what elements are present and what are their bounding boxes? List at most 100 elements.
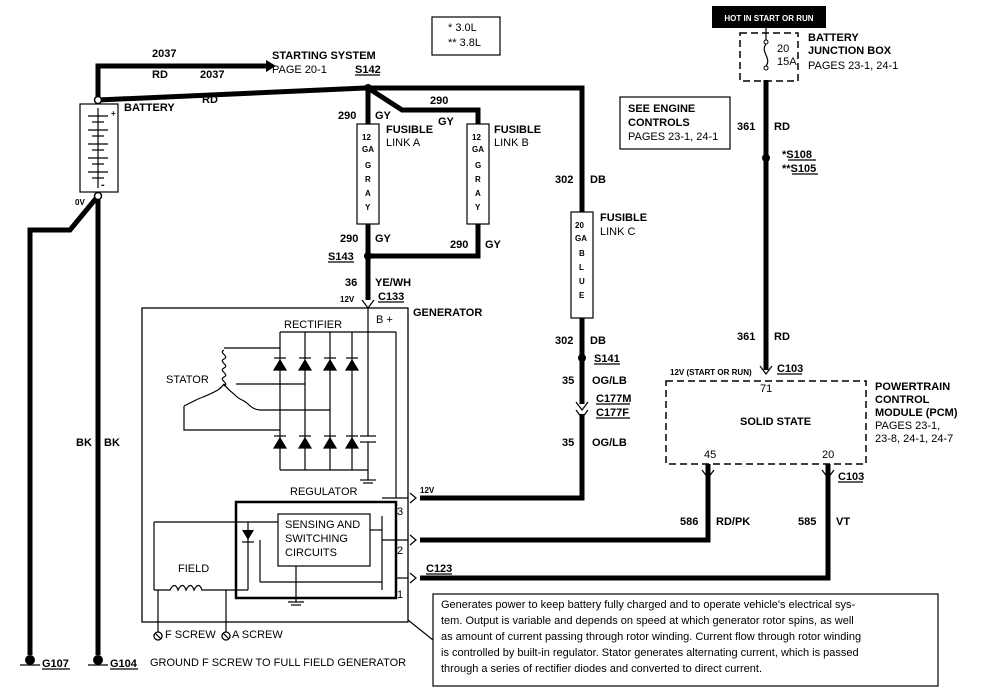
wire-rd-b: RD xyxy=(202,94,218,106)
ground-g104: G104 xyxy=(88,655,138,670)
wire-gy-b: GY xyxy=(438,116,455,128)
wire-290-c: 290 xyxy=(340,233,358,245)
wire-2037-b: 2037 xyxy=(200,69,224,81)
splice-s141: S141 xyxy=(594,353,620,365)
wire-gy-d: GY xyxy=(485,239,502,251)
pcm-solid-state: SOLID STATE xyxy=(740,416,811,428)
svg-text:PAGES 23-1, 24-1: PAGES 23-1, 24-1 xyxy=(628,131,718,143)
svg-text:B: B xyxy=(579,249,585,258)
description-line-3: as amount of current passing through rot… xyxy=(441,631,861,643)
battery-minus: - xyxy=(101,179,105,191)
splice-s108: *S108 xyxy=(782,149,812,161)
generator-bplus: B + xyxy=(376,314,393,326)
powertrain-control-module: 12V (START OR RUN) C103 71 SOLID STATE 4… xyxy=(665,363,958,483)
wire-oglb-a: OG/LB xyxy=(592,375,627,387)
wire-db-a: DB xyxy=(590,174,606,186)
svg-text:G: G xyxy=(365,161,371,170)
wire-2037-a: 2037 xyxy=(152,48,176,60)
svg-text:LINK B: LINK B xyxy=(494,137,529,149)
svg-text:JUNCTION BOX: JUNCTION BOX xyxy=(808,45,892,57)
svg-text:PAGES 23-1, 24-1: PAGES 23-1, 24-1 xyxy=(808,60,898,72)
svg-text:POWERTRAIN: POWERTRAIN xyxy=(875,381,950,393)
wire-290-a: 290 xyxy=(338,110,356,122)
wire-12v: 12V xyxy=(420,486,435,495)
svg-text:LINK C: LINK C xyxy=(600,226,636,238)
wire-db-b: DB xyxy=(590,335,606,347)
ground-note: GROUND F SCREW TO FULL FIELD GENERATOR xyxy=(150,657,406,669)
generator: GENERATOR B + RECTIFIER STATOR xyxy=(141,307,482,669)
wire-vt: VT xyxy=(836,516,850,528)
wires xyxy=(27,60,831,655)
svg-text:E: E xyxy=(579,291,585,300)
wire-290-b: 290 xyxy=(430,95,448,107)
svg-text:PAGES 23-1,: PAGES 23-1, xyxy=(875,420,940,432)
pcm-12v: 12V (START OR RUN) xyxy=(670,368,752,377)
pcm-pin-71: 71 xyxy=(760,383,772,395)
wire-gy-a: GY xyxy=(375,110,392,122)
starting-system-title: STARTING SYSTEM xyxy=(272,50,376,62)
regulator-label: REGULATOR xyxy=(290,486,357,498)
wire-rd-d: RD xyxy=(774,331,790,343)
svg-text:Y: Y xyxy=(365,203,371,212)
gen-pin-2: 2 xyxy=(397,545,403,557)
splice-s105: **S105 xyxy=(782,163,816,175)
svg-text:FUSIBLE: FUSIBLE xyxy=(600,212,647,224)
gen-pin-1: 1 xyxy=(397,589,403,601)
fusible-link-a: 12 GA G R A Y FUSIBLE LINK A xyxy=(356,121,433,225)
splice-s142: S142 xyxy=(355,64,381,76)
gen-12v: 12V xyxy=(340,295,355,304)
svg-text:FUSIBLE: FUSIBLE xyxy=(386,124,433,136)
svg-text:GA: GA xyxy=(575,234,587,243)
wire-rdpk: RD/PK xyxy=(716,516,750,528)
starting-system-page: PAGE 20-1 xyxy=(272,64,327,76)
generator-label: GENERATOR xyxy=(413,307,482,319)
svg-text:MODULE (PCM): MODULE (PCM) xyxy=(875,407,958,419)
connector-c133: C133 xyxy=(378,291,404,303)
wire-rd-c: RD xyxy=(774,121,790,133)
engine-legend: * 3.0L ** 3.8L xyxy=(431,16,501,56)
svg-text:23-8, 24-1, 24-7: 23-8, 24-1, 24-7 xyxy=(875,433,953,445)
hot-in-start-or-run-label: HOT IN START OR RUN xyxy=(712,6,826,28)
rectifier-diodes xyxy=(272,332,360,470)
svg-text:LINK A: LINK A xyxy=(386,137,421,149)
svg-text:A: A xyxy=(475,189,481,198)
pcm-pin-45: 45 xyxy=(704,449,716,461)
battery-0v: 0V xyxy=(75,198,85,207)
a-screw-label: A SCREW xyxy=(232,629,283,641)
wire-bk-a: BK xyxy=(76,437,92,449)
splice-dots xyxy=(364,84,770,362)
connector-c123: C123 xyxy=(426,563,452,575)
wire-gy-c: GY xyxy=(375,233,392,245)
wire-rd-a: RD xyxy=(152,69,168,81)
svg-text:R: R xyxy=(365,175,371,184)
svg-text:CONTROLS: CONTROLS xyxy=(628,117,690,129)
pcm-pin-20: 20 xyxy=(822,449,834,461)
splice-s143: S143 xyxy=(328,251,354,263)
f-screw-label: F SCREW xyxy=(165,629,216,641)
description-line-1: Generates power to keep battery fully ch… xyxy=(441,599,856,611)
wire-36: 36 xyxy=(345,277,357,289)
svg-text:U: U xyxy=(579,277,585,286)
wire-586: 586 xyxy=(680,516,698,528)
svg-text:G: G xyxy=(475,161,481,170)
wire-oglb-b: OG/LB xyxy=(592,437,627,449)
svg-text:GA: GA xyxy=(472,145,484,154)
wire-yewh: YE/WH xyxy=(375,277,411,289)
connector-c103-b: C103 xyxy=(838,471,864,483)
battery-label: BATTERY xyxy=(124,102,175,114)
fuse-amperage: 15A xyxy=(777,56,797,68)
svg-text:12: 12 xyxy=(472,133,481,142)
svg-text:** 3.8L: ** 3.8L xyxy=(448,37,481,49)
wire-bk-b: BK xyxy=(104,437,120,449)
fuse-number: 20 xyxy=(777,43,789,55)
connector-c177f: C177F xyxy=(596,407,629,419)
svg-text:A: A xyxy=(365,189,371,198)
battery-junction-box: 20 15A BATTERY JUNCTION BOX PAGES 23-1, … xyxy=(739,28,898,82)
sensing-label-2: SWITCHING xyxy=(285,533,348,545)
description-line-4: is controlled by built-in regulator. Sta… xyxy=(441,647,859,659)
sensing-label-3: CIRCUITS xyxy=(285,547,337,559)
wire-290-d: 290 xyxy=(450,239,468,251)
wire-361-b: 361 xyxy=(737,331,755,343)
wire-302-a: 302 xyxy=(555,174,573,186)
